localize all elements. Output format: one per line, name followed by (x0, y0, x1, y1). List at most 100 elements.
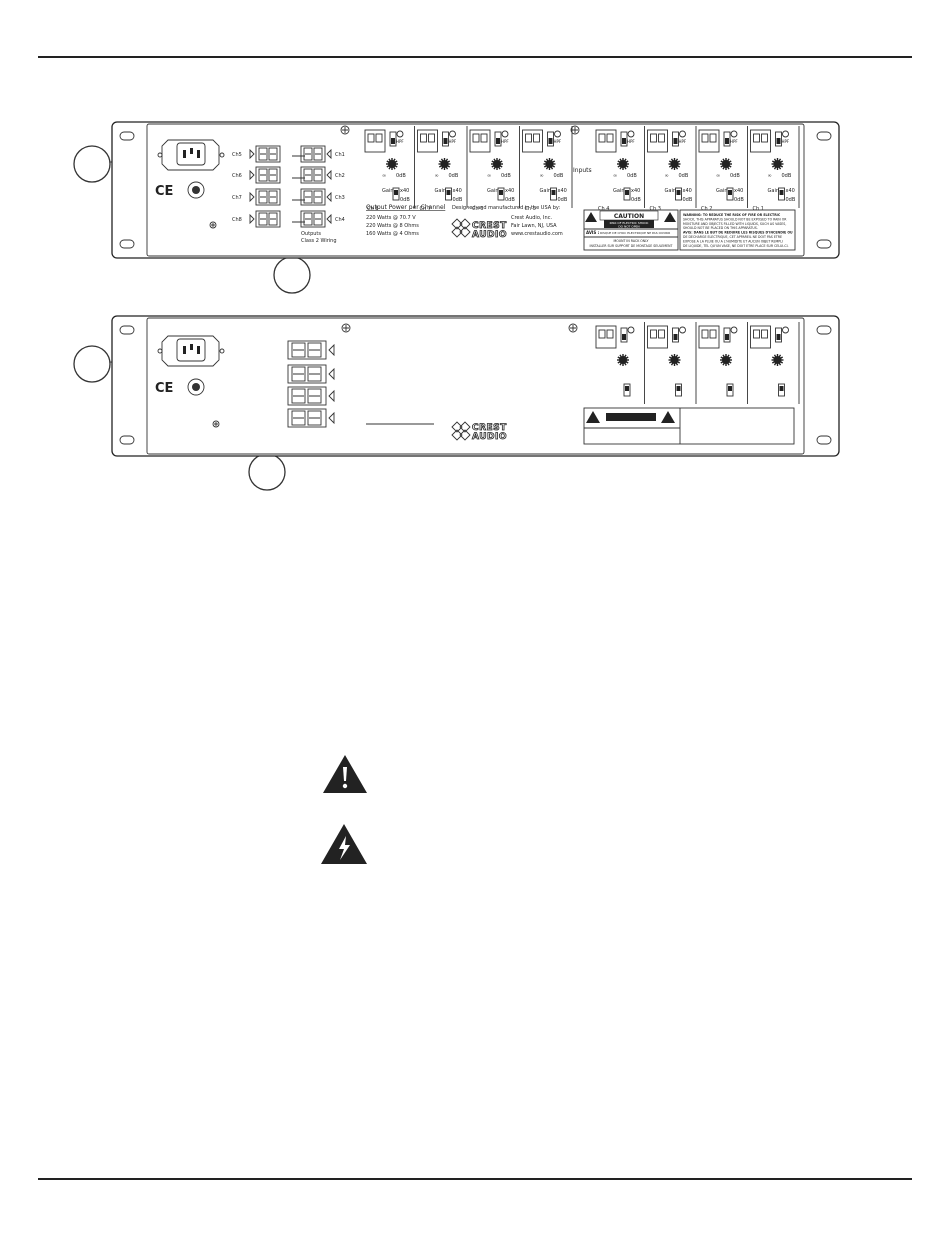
svg-text:x40: x40 (505, 188, 514, 194)
output-terminal: Ch3 (300, 188, 345, 206)
svg-text:Ch8: Ch8 (232, 217, 242, 223)
svg-text:Gain: Gain (613, 188, 625, 194)
svg-text:x40: x40 (631, 188, 640, 194)
power-line: 160 Watts @ 4 Ohms (366, 231, 419, 237)
exclamation-triangle-icon (323, 755, 367, 793)
svg-text:HPF: HPF (396, 139, 404, 144)
svg-text:Ch1: Ch1 (335, 152, 345, 158)
svg-text:Ch5: Ch5 (232, 152, 242, 158)
svg-text:RISK OF ELECTRIC SHOCK: RISK OF ELECTRIC SHOCK (610, 221, 650, 225)
svg-text:0dB: 0dB (730, 173, 740, 179)
warning-line: MOISTURE AND OBJECTS FILLED WITH LIQUIDS… (683, 222, 786, 226)
input-channel-label: Ch 8 (367, 206, 378, 212)
svg-text:0dB: 0dB (558, 197, 568, 203)
top-rule (38, 56, 912, 58)
warning-line: SHOULD NOT BE PLACED ON THIS APPARATUS. (683, 226, 758, 230)
ce-mark: CE (155, 381, 173, 396)
input-channel-label: Ch 4 (598, 206, 609, 212)
output-terminal: Ch2 (300, 166, 345, 184)
svg-text:∞: ∞ (768, 173, 772, 179)
svg-text:HPF: HPF (554, 139, 562, 144)
svg-text:AUDIO: AUDIO (472, 230, 507, 240)
crest-logo: CREST AUDIO (451, 218, 507, 240)
svg-text:CAUTION: CAUTION (614, 213, 644, 220)
svg-text:DO NOT OPEN: DO NOT OPEN (618, 225, 639, 229)
company-line: Fair Lawn, NJ, USA (511, 223, 557, 229)
svg-text:0dB: 0dB (786, 197, 796, 203)
input-module (698, 322, 748, 404)
svg-text:Gain: Gain (716, 188, 728, 194)
svg-text:0dB: 0dB (734, 197, 744, 203)
svg-text:0dB: 0dB (501, 173, 511, 179)
rear-panel-4ch: CE CREST AUDIO (73, 315, 840, 491)
output-terminal: Ch5 (232, 145, 281, 163)
svg-text:Gain: Gain (487, 188, 499, 194)
output-terminal (287, 364, 335, 384)
svg-text:HPF: HPF (501, 139, 509, 144)
lightning-triangle-icon (321, 824, 367, 864)
power-inlet (157, 139, 225, 171)
output-terminal: Ch8 (232, 210, 281, 228)
output-terminal (287, 386, 335, 406)
svg-text:Gain: Gain (768, 188, 780, 194)
svg-text:0dB: 0dB (453, 197, 463, 203)
svg-text:Gain: Gain (540, 188, 552, 194)
input-module: Ch 7 ∞ 0dB HPF Gain x40 0dB (417, 126, 468, 212)
svg-text:CREST: CREST (472, 221, 507, 231)
ce-mark: CE (155, 184, 173, 199)
svg-text:HPF: HPF (627, 139, 635, 144)
svg-text:CREST: CREST (472, 423, 507, 433)
callout-1 (73, 345, 111, 383)
svg-text:x40: x40 (453, 188, 462, 194)
power-line: 220 Watts @ 70.7 V (366, 215, 416, 221)
svg-text:∞: ∞ (487, 173, 491, 179)
inputs-label: Inputs (573, 167, 592, 174)
svg-text:Ch3: Ch3 (335, 195, 345, 201)
svg-text:Gain: Gain (382, 188, 394, 194)
svg-text:Ch6: Ch6 (232, 173, 242, 179)
warning-line: DE DECHARGE ELECTRIQUE, CET APPAREIL NE … (683, 235, 782, 239)
warning-line: WARNING: TO REDUCE THE RISK OF FIRE OR E… (683, 213, 781, 217)
svg-text:0dB: 0dB (396, 173, 406, 179)
svg-text:∞: ∞ (665, 173, 669, 179)
svg-text:x40: x40 (786, 188, 795, 194)
svg-text:Gain: Gain (435, 188, 447, 194)
crest-logo: CREST AUDIO (451, 421, 507, 442)
svg-text:AUDIO: AUDIO (472, 432, 507, 442)
input-module (750, 322, 800, 404)
input-channel-label: Ch 7 (420, 206, 431, 212)
svg-text:∞: ∞ (382, 173, 386, 179)
input-channel-label: Ch 2 (701, 206, 712, 212)
output-terminal (287, 408, 335, 428)
svg-text:0dB: 0dB (627, 173, 637, 179)
svg-text:HPF: HPF (679, 139, 687, 144)
svg-text:AVIS :: AVIS : (586, 230, 600, 235)
svg-text:0dB: 0dB (782, 173, 792, 179)
svg-text:0dB: 0dB (400, 197, 410, 203)
input-module (647, 322, 697, 404)
power-line: 220 Watts @ 8 Ohms (366, 223, 419, 229)
bottom-rule (38, 1178, 912, 1180)
power-inlet (157, 335, 225, 367)
svg-text:HPF: HPF (449, 139, 457, 144)
svg-text:x40: x40 (683, 188, 692, 194)
wiring-label: Class 2 Wiring (301, 238, 337, 244)
svg-text:∞: ∞ (435, 173, 439, 179)
svg-text:0dB: 0dB (683, 197, 693, 203)
output-terminal: Ch4 (300, 210, 345, 228)
svg-text:∞: ∞ (613, 173, 617, 179)
svg-text:0dB: 0dB (449, 173, 459, 179)
output-terminal (287, 340, 335, 360)
power-title: Output Power per Channel (366, 204, 446, 211)
svg-text:HPF: HPF (782, 139, 790, 144)
input-channel-label: Ch 5 (525, 206, 536, 212)
caution-label (583, 407, 795, 445)
svg-text:Ch7: Ch7 (232, 195, 242, 201)
warning-label: WARNING: TO REDUCE THE RISK OF FIRE OR E… (679, 209, 796, 251)
